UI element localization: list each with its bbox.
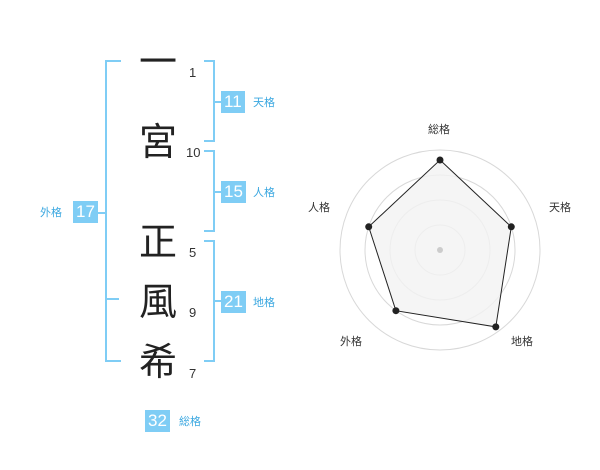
soukaku-badge: 32 [145, 410, 170, 432]
stroke-count-2: 10 [186, 145, 201, 160]
stroke-count-5: 7 [189, 366, 197, 381]
jinkaku-bracket [204, 150, 215, 232]
stroke-count-1: 1 [189, 65, 197, 80]
stroke-count-4: 9 [189, 305, 197, 320]
radar-label-soukaku: 総格 [428, 123, 450, 136]
gaikaku-divider [105, 298, 119, 300]
radar-polygon [368, 159, 512, 328]
tenkaku-badge: 11 [221, 91, 245, 113]
tenkaku-label: 天格 [253, 96, 275, 109]
gaikaku-badge: 17 [73, 201, 98, 223]
gaikaku-connector [97, 212, 105, 214]
name-char-4: 風 [138, 280, 177, 324]
soukaku-label: 総格 [179, 415, 201, 428]
radar-center-dot [437, 247, 443, 253]
radar-point-1 [436, 156, 444, 164]
gaikaku-label: 外格 [40, 206, 62, 219]
jinkaku-label: 人格 [253, 186, 275, 199]
jinkaku-connector [215, 191, 221, 193]
chikaku-bracket [204, 240, 215, 362]
tenkaku-connector [215, 101, 221, 103]
chikaku-label: 地格 [253, 296, 275, 309]
name-char-5: 希 [138, 340, 177, 384]
name-char-3: 正 [138, 220, 177, 264]
radar-label-chikaku: 地格 [511, 335, 533, 348]
radar-label-jinkaku: 人格 [308, 201, 330, 214]
radar-point-2 [507, 223, 515, 231]
stroke-count-3: 5 [189, 245, 197, 260]
name-char-1: 一 [138, 40, 177, 84]
name-char-2: 宮 [138, 120, 177, 164]
radar-point-3 [492, 323, 500, 331]
gaikaku-bracket [105, 60, 121, 362]
radar-ring-4 [339, 149, 541, 351]
chikaku-connector [215, 300, 221, 302]
radar-point-4 [392, 307, 400, 315]
radar-label-gaikaku: 外格 [340, 335, 362, 348]
jinkaku-badge: 15 [221, 181, 246, 203]
radar-point-5 [365, 223, 373, 231]
chikaku-badge: 21 [221, 291, 246, 313]
tenkaku-bracket [204, 60, 215, 142]
radar-label-tenkaku: 天格 [549, 201, 571, 214]
